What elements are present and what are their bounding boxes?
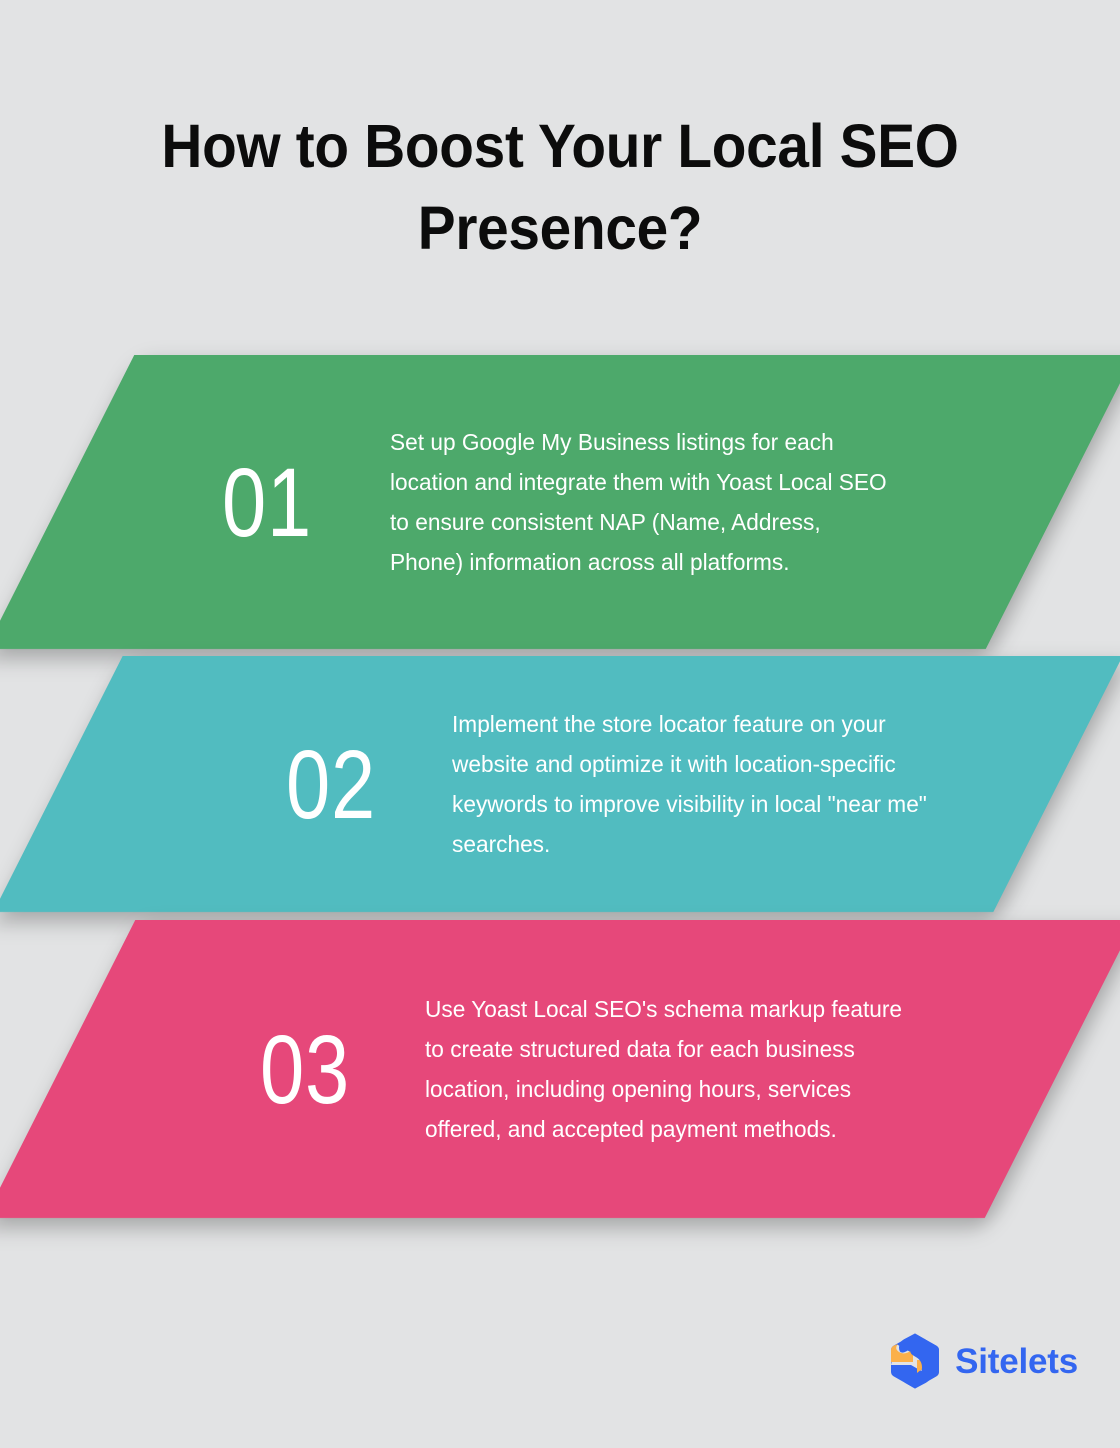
step-number: 03 (260, 1014, 351, 1124)
step-item-01: 01 Set up Google My Business listings fo… (0, 355, 1120, 649)
step-content: 01 Set up Google My Business listings fo… (60, 355, 1060, 649)
brand-name: Sitelets (955, 1341, 1078, 1381)
step-description: Set up Google My Business listings for e… (389, 429, 887, 575)
step-content: 02 Implement the store locator feature o… (58, 656, 1058, 912)
page-title: How to Boost Your Local SEO Presence? (161, 112, 959, 262)
page-title-container: How to Boost Your Local SEO Presence? (70, 105, 1050, 269)
step-number: 02 (286, 729, 377, 839)
step-description: Use Yoast Local SEO's schema markup feat… (424, 996, 902, 1142)
sitelets-hexagon-s-logo-icon (891, 1333, 940, 1389)
step-item-02: 02 Implement the store locator feature o… (0, 656, 1120, 912)
step-description: Implement the store locator feature on y… (451, 711, 927, 857)
step-content: 03 Use Yoast Local SEO's schema markup f… (60, 920, 1060, 1218)
step-number: 01 (222, 447, 313, 557)
brand-logo: Sitelets (889, 1332, 1078, 1390)
step-item-03: 03 Use Yoast Local SEO's schema markup f… (0, 920, 1120, 1218)
